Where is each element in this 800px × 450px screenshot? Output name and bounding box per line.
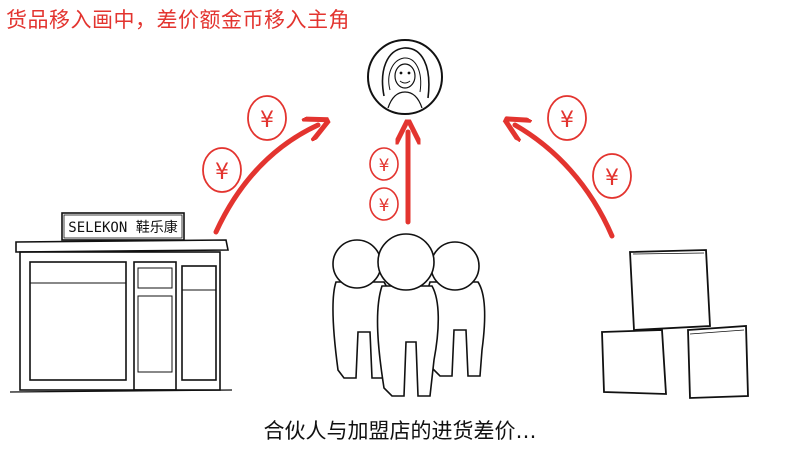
storefront: SELEKON 鞋乐康 [9, 212, 233, 393]
svg-text:¥: ¥ [379, 156, 390, 176]
right-arrow [515, 125, 615, 239]
svg-text:¥: ¥ [605, 166, 619, 191]
svg-text:¥: ¥ [560, 108, 574, 133]
left-arrow [213, 125, 318, 235]
coin-icon: ¥ [592, 153, 632, 199]
svg-text:¥: ¥ [215, 160, 229, 185]
coin-icon: ¥ [369, 187, 399, 221]
coin-icon: ¥ [369, 147, 399, 181]
coin-icon: ¥ [247, 95, 287, 141]
top-caption: 货品移入画中，差价额金币移入主角 [6, 8, 350, 32]
svg-text:¥: ¥ [379, 196, 390, 216]
coin-icon: ¥ [202, 147, 242, 193]
goods-boxes [601, 249, 749, 399]
store-sign: SELEKON 鞋乐康 [68, 219, 177, 236]
partners-group [332, 233, 486, 397]
protagonist-avatar [367, 39, 443, 115]
svg-text:¥: ¥ [260, 108, 274, 133]
coin-icon: ¥ [547, 95, 587, 141]
bottom-caption: 合伙人与加盟店的进货差价… [263, 419, 537, 443]
